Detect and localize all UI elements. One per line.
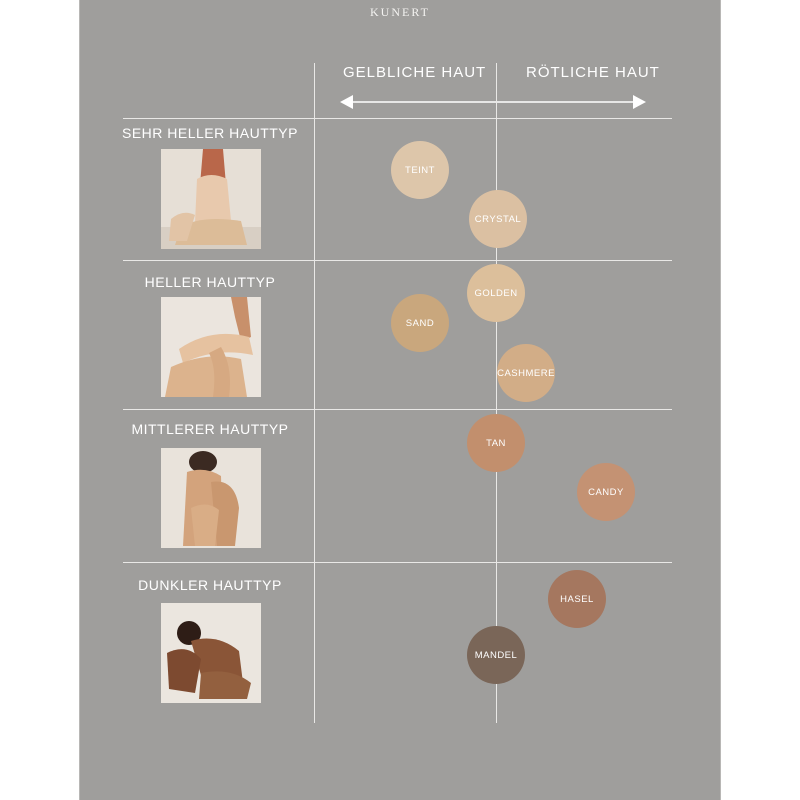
shade-candy: CANDY bbox=[577, 463, 635, 521]
medium-skin-model-photo bbox=[161, 448, 261, 548]
grid-line-center bbox=[496, 63, 497, 723]
shade-mandel: MANDEL bbox=[467, 626, 525, 684]
grid-line-row-1 bbox=[123, 260, 672, 261]
shade-crystal: CRYSTAL bbox=[469, 190, 527, 248]
grid-line-row-3 bbox=[123, 562, 672, 563]
row-label-medium: MITTLERER HAUTTYP bbox=[131, 421, 289, 437]
shade-tan: TAN bbox=[467, 414, 525, 472]
grid-line-left bbox=[314, 63, 315, 723]
grid-line-header bbox=[123, 118, 672, 119]
row-label-fair: HELLER HAUTTYP bbox=[144, 274, 276, 290]
row-label-very-fair: SEHR HELLER HAUTTYP bbox=[122, 125, 298, 141]
grid-line-row-2 bbox=[123, 409, 672, 410]
brand-logo: KUNERT bbox=[370, 5, 430, 19]
shade-hasel: HASEL bbox=[548, 570, 606, 628]
shade-golden: GOLDEN bbox=[467, 264, 525, 322]
row-label-dark: DUNKLER HAUTTYP bbox=[138, 577, 282, 593]
fair-skin-model-photo bbox=[161, 149, 261, 249]
double-arrow-icon bbox=[340, 95, 646, 109]
column-header-reddish: RÖTLICHE HAUT bbox=[526, 64, 660, 81]
column-header-yellowish: GELBLICHE HAUT bbox=[343, 64, 487, 81]
shade-sand: SAND bbox=[391, 294, 449, 352]
light-skin-model-photo bbox=[161, 297, 261, 397]
shade-teint: TEINT bbox=[391, 141, 449, 199]
dark-skin-model-photo bbox=[161, 603, 261, 703]
shade-cashmere: CASHMERE bbox=[497, 344, 555, 402]
